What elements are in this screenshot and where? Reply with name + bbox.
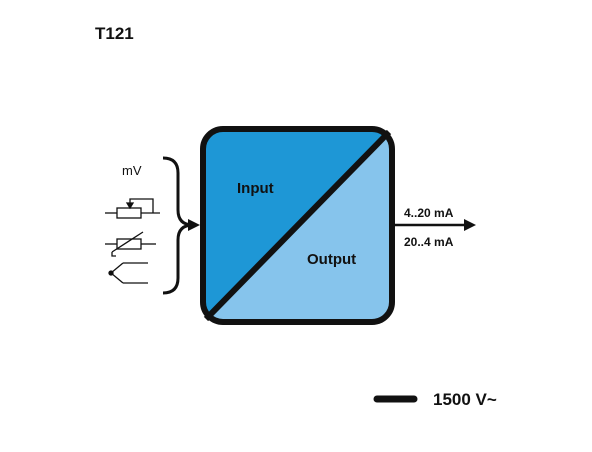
output-range-2: 20..4 mA: [404, 235, 454, 249]
output-arrow-icon: [464, 219, 476, 231]
rtd-icon: [105, 231, 156, 257]
output-range-1: 4..20 mA: [404, 206, 454, 220]
block-border: [200, 126, 395, 325]
output-label: Output: [307, 251, 357, 268]
potentiometer-icon: [105, 198, 160, 219]
converter-block: [200, 126, 395, 325]
input-arrow-icon: [188, 219, 200, 231]
device-title: T121: [95, 24, 134, 43]
diagonal-divider: [203, 129, 392, 322]
mv-input-label: mV: [122, 163, 142, 178]
isolation-voltage-label: 1500 V~: [433, 390, 497, 409]
input-label: Input: [237, 180, 274, 197]
thermocouple-icon: [108, 262, 148, 284]
